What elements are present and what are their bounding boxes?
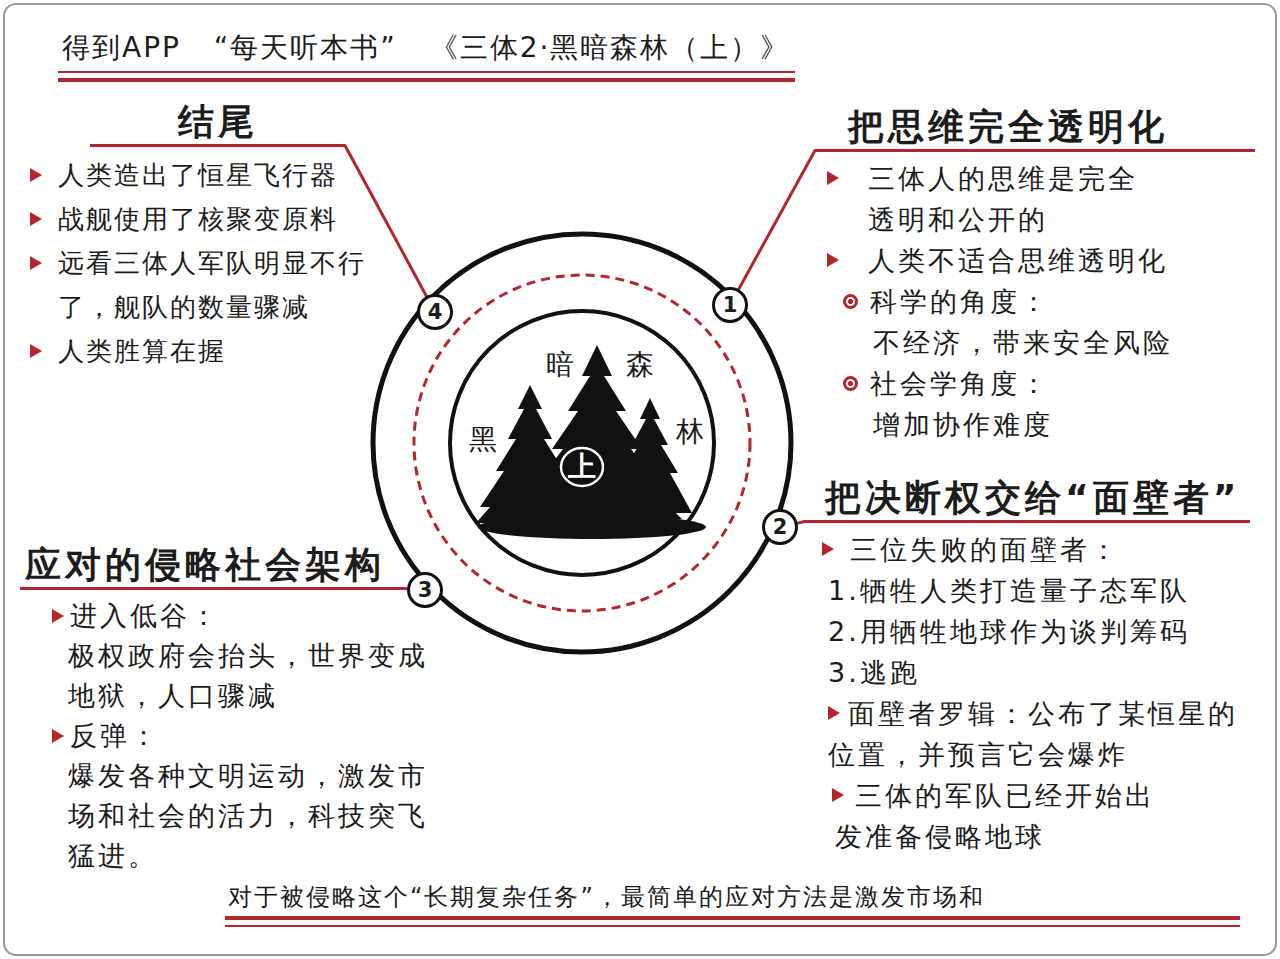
branch-block: 结尾人类造出了恒星飞行器战舰使用了核聚变原料远看三体人军队明显不行了，舰队的数量… (25, 100, 385, 373)
bullet-text: 人类不适合思维透明化 (868, 240, 1255, 281)
triangle-bullet (822, 542, 834, 556)
callout-number: 4 (428, 300, 443, 324)
bullet-text: 人类造出了恒星飞行器 (58, 153, 385, 197)
bullet-item: 人类胜算在握 (25, 329, 385, 373)
center-circle: 黑 暗 森林上 1 2 3 4 (370, 231, 794, 655)
bullet-text: 反弹： (70, 716, 450, 756)
caption-rule (225, 925, 1240, 927)
circle-bullet (843, 294, 858, 309)
emblem-character: 暗 (544, 349, 576, 381)
emblem-character: 上 (566, 451, 598, 483)
bullet-item: 人类不适合思维透明化 (815, 240, 1255, 281)
bullet-text: 进入低谷： (70, 596, 450, 636)
bullet-item: 科学的角度： (815, 281, 1255, 322)
bullet-item: 人类造出了恒星飞行器 (25, 153, 385, 197)
bullet-item: 战舰使用了核聚变原料 (25, 197, 385, 241)
circle-bullet (843, 376, 858, 391)
title-rule (58, 78, 795, 82)
bullet-text: 极权政府会抬头，世界变成地狱，人口骤减 (68, 636, 443, 716)
branch-block: 把决断权交给“面壁者” 三位失败的面壁者：1.牺牲人类打造量子态军队2.用牺牲地球… (805, 476, 1250, 857)
bullet-text: 1.牺牲人类打造量子态军队 (828, 570, 1250, 611)
bullet-text: 战舰使用了核聚变原料 (58, 197, 385, 241)
bullet-text: 2.用牺牲地球作为谈判筹码 (828, 611, 1250, 652)
callout-circle: 3 (407, 572, 443, 608)
bullet-text: 3.逃跑 (828, 652, 1250, 693)
bullet-text: 社会学角度： (870, 363, 1255, 404)
bullet-text: 人类胜算在握 (58, 329, 385, 373)
emblem-character: 林 (674, 416, 706, 448)
triangle-bullet (52, 729, 64, 743)
bullet-item: 不经济，带来安全风险 (815, 322, 1255, 363)
emblem-character: 黑 (467, 424, 499, 456)
bullet-text: 面壁者罗辑：公布了某恒星的位置，并预言它会爆炸 (828, 693, 1248, 775)
bullet-item: 远看三体人军队明显不行了，舰队的数量骤减 (25, 241, 385, 329)
branch-block: 把思维完全透明化三体人的思维是完全透明和公开的人类不适合思维透明化科学的角度：不… (815, 105, 1255, 445)
callout-circle: 2 (762, 509, 798, 545)
bullet-item: 反弹： (20, 716, 450, 756)
branch-connector (739, 151, 815, 290)
triangle-bullet (30, 344, 42, 358)
seal-ring (561, 448, 603, 486)
branch-heading: 结尾 (90, 100, 345, 147)
title: 得到APP “每天听本书” 《三体2·黑暗森林（上）》 (62, 30, 790, 66)
bullet-item: 增加协作难度 (815, 404, 1255, 445)
bullet-item: 三体人的思维是完全透明和公开的 (815, 158, 1255, 240)
bullet-item: 爆发各种文明运动，激发市场和社会的活力，科技突飞猛进。 (20, 756, 450, 876)
outer-ring (373, 234, 791, 652)
inner-ring (450, 311, 714, 575)
branch-heading: 把思维完全透明化 (815, 105, 1255, 152)
branch-heading: 把决断权交给“面壁者” (805, 476, 1250, 523)
dashed-ring (414, 275, 750, 611)
bullet-text: 三体的军队已经开始出发准备侵略地球 (835, 775, 1170, 857)
triangle-bullet (827, 171, 839, 185)
triangle-bullet (832, 788, 844, 802)
triangle-bullet (30, 168, 42, 182)
triangle-bullet (828, 706, 840, 720)
bullet-text: 三位失败的面壁者： (850, 529, 1250, 570)
callout-circle: 4 (417, 294, 453, 330)
triangle-bullet (827, 253, 839, 267)
bullet-item: 面壁者罗辑：公布了某恒星的位置，并预言它会爆炸 (805, 693, 1250, 775)
pine-tree (512, 345, 682, 519)
bullet-text: 爆发各种文明运动，激发市场和社会的活力，科技突飞猛进。 (68, 756, 443, 876)
emblem-character: 森 (624, 349, 656, 381)
triangle-bullet (30, 212, 42, 226)
triangle-bullet (52, 609, 64, 623)
branch-connector (798, 522, 805, 524)
triangle-bullet (30, 256, 42, 270)
center-emblem (373, 234, 791, 652)
caption: 对于被侵略这个“长期复杂任务”，最简单的应对方法是激发市场和 (228, 882, 985, 912)
bullet-text: 三体人的思维是完全透明和公开的 (868, 158, 1150, 240)
caption-rule (225, 916, 1240, 920)
callout-number: 2 (773, 515, 788, 539)
branch-block: 应对的侵略社会架构进入低谷：极权政府会抬头，世界变成地狱，人口骤减反弹：爆发各种… (20, 543, 450, 876)
bullet-item: 3.逃跑 (805, 652, 1250, 693)
bullet-text: 增加协作难度 (873, 404, 1255, 445)
callout-circle: 1 (712, 287, 748, 323)
bullet-item: 2.用牺牲地球作为谈判筹码 (805, 611, 1250, 652)
bullet-text: 科学的角度： (870, 281, 1255, 322)
bullet-item: 三位失败的面壁者： (805, 529, 1250, 570)
bullet-text: 远看三体人军队明显不行了，舰队的数量骤减 (58, 241, 370, 329)
title-rule (58, 71, 795, 73)
page-frame (4, 4, 1276, 955)
bullet-item: 社会学角度： (815, 363, 1255, 404)
bullet-item: 三体的军队已经开始出发准备侵略地球 (805, 775, 1250, 857)
bullet-item: 进入低谷： (20, 596, 450, 636)
bullet-item: 极权政府会抬头，世界变成地狱，人口骤减 (20, 636, 450, 716)
bullet-item: 1.牺牲人类打造量子态军队 (805, 570, 1250, 611)
callout-number: 3 (418, 578, 433, 602)
callout-number: 1 (723, 293, 738, 317)
bullet-text: 不经济，带来安全风险 (873, 322, 1255, 363)
branch-heading: 应对的侵略社会架构 (20, 543, 405, 590)
